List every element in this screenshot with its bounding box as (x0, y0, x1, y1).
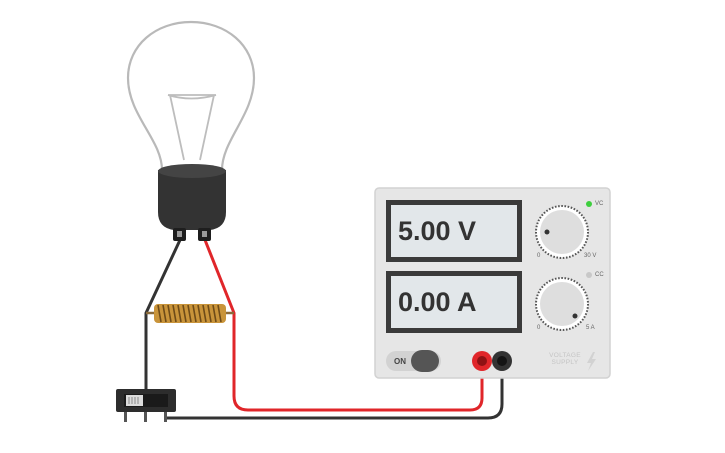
inductor-coil[interactable] (146, 304, 234, 323)
bulb-filament (167, 94, 217, 161)
current-readout: 0.00 A (398, 287, 477, 317)
slide-switch[interactable] (116, 389, 176, 422)
current-knob-max-label: 5 A (586, 325, 595, 331)
voltage-knob-max-label: 30 V (584, 253, 597, 259)
voltage-readout: 5.00 V (398, 216, 477, 246)
cc-led (586, 272, 592, 278)
negative-terminal[interactable] (492, 351, 512, 371)
wire-negative[interactable] (166, 362, 504, 420)
brand-line-2: SUPPLY (551, 358, 579, 366)
power-switch-knob[interactable] (411, 350, 439, 372)
vc-label: VC (595, 201, 604, 207)
supply-brand-label: VOLTAGE SUPPLY (544, 352, 586, 367)
current-knob[interactable] (535, 277, 589, 331)
voltage-knob-indicator (544, 229, 550, 235)
inductor-windings (157, 304, 222, 323)
current-knob-indicator (572, 313, 578, 319)
vc-led (586, 201, 592, 207)
lightning-icon (587, 352, 596, 371)
wire-positive[interactable] (203, 239, 484, 412)
voltage-knob-min-label: 0 (537, 253, 541, 259)
current-knob-min-label: 0 (537, 325, 541, 331)
positive-terminal[interactable] (472, 351, 492, 371)
voltage-knob[interactable] (535, 205, 589, 259)
power-switch[interactable] (386, 350, 441, 372)
bulb-glass (126, 20, 256, 172)
brand-line-1: VOLTAGE (549, 352, 581, 359)
dc-power-supply (374, 187, 611, 379)
bulb-socket (158, 170, 226, 230)
light-bulb[interactable] (126, 20, 256, 241)
cc-label: CC (595, 272, 604, 278)
power-switch-label: ON (394, 357, 406, 366)
